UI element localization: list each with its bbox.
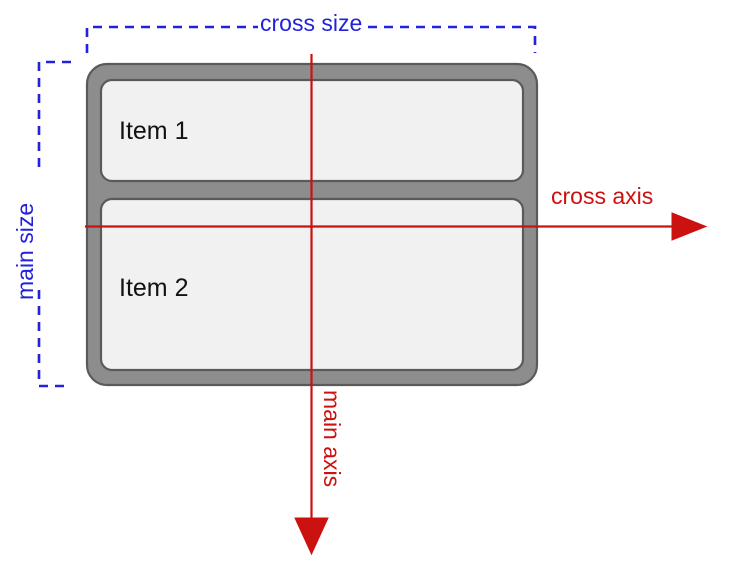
main-size-label: main size [12, 202, 38, 300]
cross-size-label: cross size [260, 10, 363, 36]
cross-size-bracket-right [368, 25, 537, 53]
axes-lines [85, 54, 708, 556]
main-axis-arrowhead [294, 517, 329, 556]
flex-item-2-label: Item 2 [119, 274, 189, 302]
main-size-bracket [37, 60, 71, 388]
cross-axis-arrowhead [671, 212, 708, 241]
main-size-bracket-top [37, 60, 71, 167]
flex-item-1-label: Item 1 [119, 117, 189, 145]
cross-size-bracket-left [85, 25, 258, 53]
cross-size-bracket [85, 25, 537, 53]
cross-axis-label: cross axis [551, 183, 654, 209]
main-size-bracket-bottom [37, 290, 71, 388]
main-axis-label: main axis [319, 390, 345, 488]
